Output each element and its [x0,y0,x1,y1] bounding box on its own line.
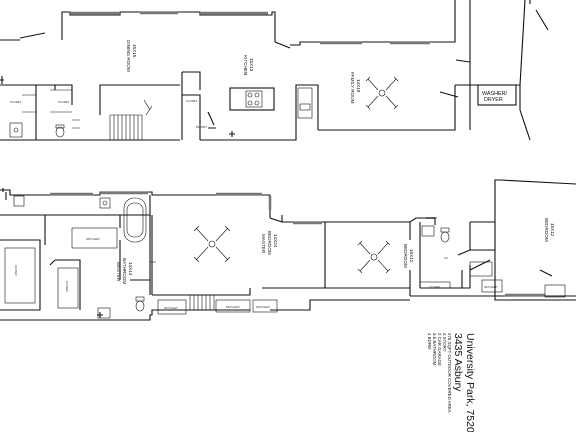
room-dim-kitchen: 15X13 [249,58,254,72]
skylight-2 [215,299,251,313]
toilet-icon [55,124,65,138]
stairs-ground [109,114,143,140]
room-label-master-bath: MASTER [116,262,121,282]
room-label-kitchen: KITCHEN [243,55,248,75]
washer-dryer-box [477,84,517,106]
feature-item: 3.5 BATHROOM [432,333,437,366]
room-dim-master-bed: 14X24 [273,234,278,248]
feature-item: 275 SQFT OUTDOOR COVERED AREA [447,333,452,413]
room-dim-master-bath: 14X14 [128,262,133,276]
feature-item: 4 BDRM [427,333,432,350]
room-label-family: FAMILY ROOM [350,72,355,104]
skylight-label-1: SKYLIGHT [86,237,100,241]
room-dim-dining: 15X15 [132,44,137,58]
bathtub-icon [123,197,147,243]
toilet-icon [440,227,450,243]
ceiling-fan-icon [193,225,231,263]
plus-icon [97,312,103,318]
room-dim-family: 14X19 [356,79,361,93]
sink-icon [13,195,25,207]
pantry-label: PANTRY [196,125,207,129]
vanity [9,122,23,138]
sink-icon [99,197,111,209]
feature-item: 3 STORY [442,333,447,352]
ground-floor [0,0,549,141]
ceiling-fan-icon [357,240,391,274]
kitchen-island [229,87,275,111]
closet-storage-1 [4,247,36,304]
room-label-bed3: BEDROOM [544,218,549,242]
counter-sink [297,87,313,119]
plus-icon [229,131,235,137]
skylight-4 [481,279,503,293]
room-dim-bed3: 15X12 [550,223,555,237]
closet-label-6: CLOSET [429,285,440,289]
skylight-label-2: SKYLIGHT [164,306,178,310]
skylight-bath [71,227,118,249]
closet-label-7: CLOSET [426,216,437,220]
sink-icon [421,225,435,237]
room-label-washer-2: DRYER [484,97,503,103]
closet-label-3: CLOSET [186,99,197,103]
room-dim-bed2: 15X12 [409,249,414,263]
skylight-label-4: SKYLIGHT [256,305,270,309]
closet-label-5: CLOSET [65,281,69,292]
room-label-bed2: BEDROOM [403,244,408,268]
room-label-washer: WASHER/ [482,91,507,97]
sink-icon [13,127,19,133]
vanity-c [544,284,566,298]
room-label-dining: DINING ROOM [126,40,131,72]
closet-storage-2 [57,267,79,309]
address-line-2: University Park, 75205 [464,333,476,432]
ceiling-fan-icon [365,76,399,110]
stair-landing [469,261,493,277]
cooktop-icon [245,90,263,108]
closet-bed [419,281,451,289]
feature-item: 2 CAR GARAGE [437,333,442,366]
closet-label-2: CLOSET [58,100,69,104]
address-line-1: 3435 Asbury [452,333,464,392]
closet-label-4: CLOSET [14,265,18,276]
room-label-master-bed: MASTER [261,234,266,254]
skylight-3 [252,299,278,313]
features-list: 4 BDRM 3.5 BATHROOM 2 CAR GARAGE 3 STORY… [427,333,452,413]
second-floor [0,179,576,321]
skylight-label-3: SKYLIGHT [226,305,240,309]
room-label-master-bed-2: BEDROOM [267,231,272,255]
skylight-1 [157,299,187,315]
skylight-label-5: SKYLIGHT [484,285,498,289]
stairs-second [189,295,215,310]
room-label-master-bath-2: BATHROOM [122,258,127,284]
closet-label-1: CLOSET [10,100,21,104]
toilet-icon [135,296,145,312]
sink-icon [97,307,111,319]
